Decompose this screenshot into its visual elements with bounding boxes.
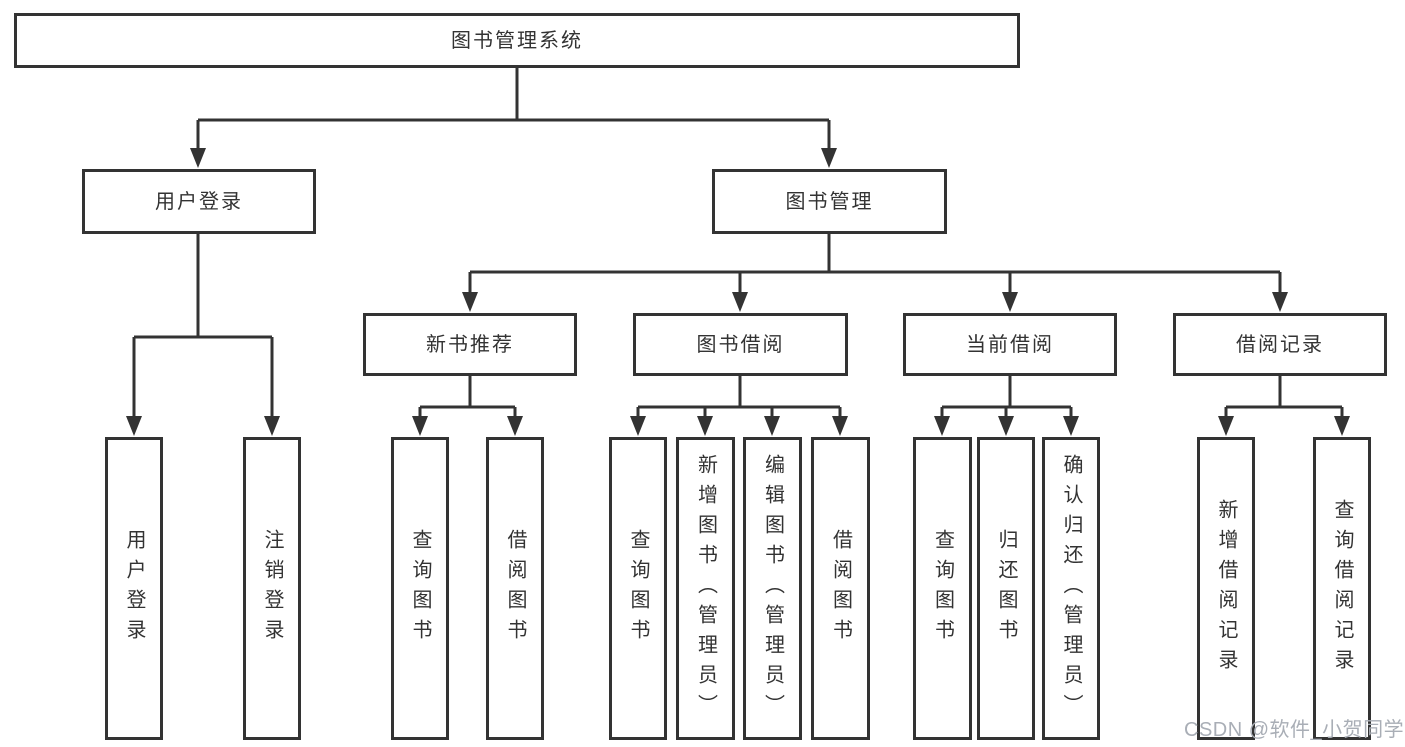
leaf-query-book-recommend: 查询图书 <box>391 437 449 740</box>
leaf-confirm-return-admin: 确认归还（管理员） <box>1042 437 1100 740</box>
leaf-query-book-current: 查询图书 <box>913 437 972 740</box>
leaf-query-borrow-record: 查询借阅记录 <box>1313 437 1371 740</box>
node-current-borrow: 当前借阅 <box>903 313 1117 376</box>
node-book-borrow: 图书借阅 <box>633 313 848 376</box>
node-book-management: 图书管理 <box>712 169 947 234</box>
node-new-book-recommend: 新书推荐 <box>363 313 577 376</box>
leaf-return-book: 归还图书 <box>977 437 1035 740</box>
connector-edges <box>132 68 1344 420</box>
node-borrow-record: 借阅记录 <box>1173 313 1387 376</box>
arrow-heads <box>126 148 1350 436</box>
leaf-borrow-book: 借阅图书 <box>811 437 870 740</box>
csdn-watermark: CSDN @软件_小贺同学 <box>1184 719 1405 741</box>
leaf-edit-book-admin: 编辑图书（管理员） <box>743 437 802 740</box>
node-user-login: 用户登录 <box>82 169 316 234</box>
leaf-borrow-book-recommend: 借阅图书 <box>486 437 544 740</box>
leaf-query-book-borrow: 查询图书 <box>609 437 667 740</box>
leaf-logout-login: 注销登录 <box>243 437 301 740</box>
leaf-user-login: 用户登录 <box>105 437 163 740</box>
leaf-add-book-admin: 新增图书（管理员） <box>676 437 735 740</box>
node-library-management-system: 图书管理系统 <box>14 13 1020 68</box>
leaf-add-borrow-record: 新增借阅记录 <box>1197 437 1255 740</box>
